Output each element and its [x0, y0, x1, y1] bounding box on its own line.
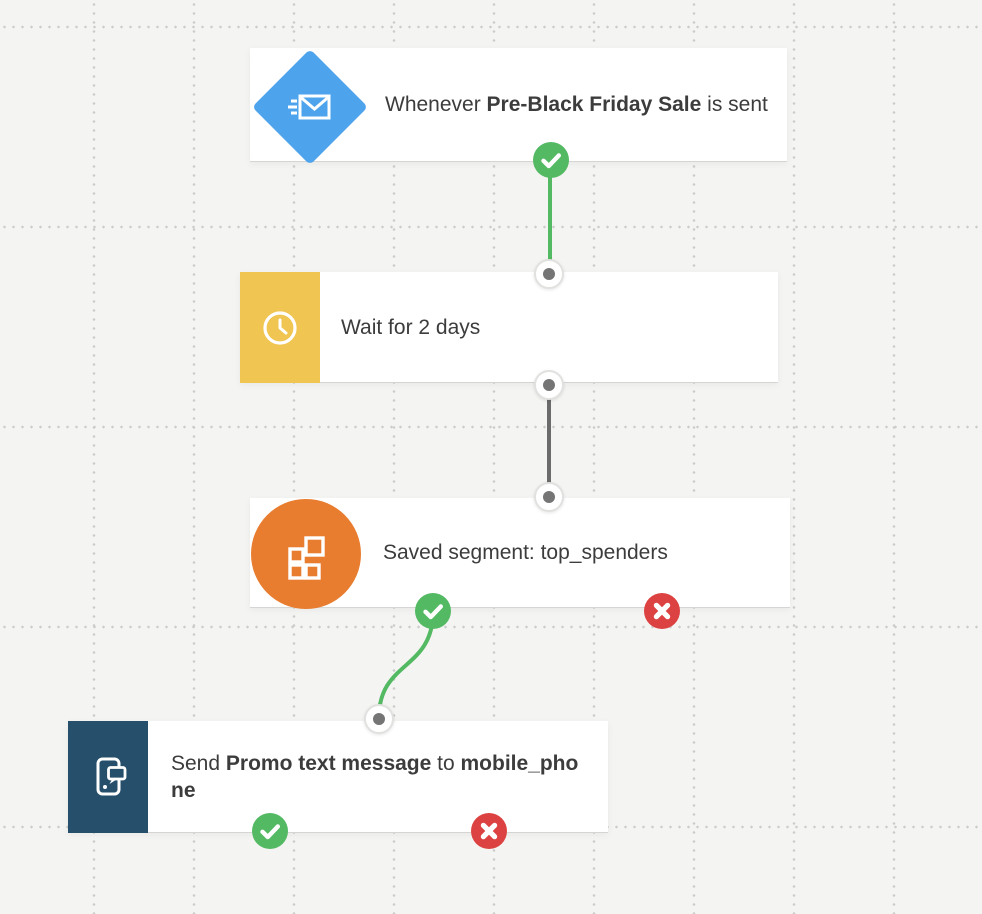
- fail-badge: [471, 813, 507, 849]
- success-badge: [252, 813, 288, 849]
- text-part: is sent: [701, 93, 768, 116]
- text-part-bold: Pre-Black Friday Sale: [486, 93, 702, 116]
- node-card-send-sms[interactable]: Send Promo text message to mobile_phone: [68, 721, 608, 833]
- text-part: to: [431, 751, 461, 775]
- text-part-bold: Promo text message: [225, 751, 432, 775]
- segment-tile: [251, 499, 361, 609]
- segment-icon: [288, 536, 325, 580]
- node-card-wait-delay[interactable]: Wait for 2 days: [240, 272, 778, 383]
- text-part: Whenever: [385, 93, 487, 116]
- node-label: Send Promo text message to mobile_phone: [171, 750, 590, 804]
- fail-badge: [644, 593, 680, 629]
- node-label: Saved segment: top_spenders: [383, 539, 668, 566]
- connector-handle[interactable]: [534, 482, 564, 512]
- connector-handle[interactable]: [534, 259, 564, 289]
- text-part: Saved segment: top_spenders: [383, 541, 668, 564]
- success-badge: [533, 142, 569, 178]
- wait-tile: [240, 272, 320, 383]
- node-label: Whenever Pre-Black Friday Sale is sent: [385, 91, 773, 118]
- success-badge: [415, 593, 451, 629]
- text-part: Wait for 2 days: [341, 315, 481, 339]
- sent-email-icon: [288, 94, 331, 120]
- text-part: Send: [171, 751, 226, 775]
- x-icon: [644, 593, 680, 629]
- check-icon: [252, 813, 288, 849]
- connector-handle[interactable]: [534, 370, 564, 400]
- clock-icon: [263, 310, 297, 345]
- sms-tile: [68, 721, 148, 833]
- check-icon: [415, 593, 451, 629]
- node-label: Wait for 2 days: [341, 314, 480, 341]
- phone-message-icon: [96, 757, 127, 796]
- check-icon: [533, 142, 569, 178]
- text-part-bold: mobile_phone: [171, 751, 579, 802]
- x-icon: [471, 813, 507, 849]
- connector-handle[interactable]: [364, 704, 394, 734]
